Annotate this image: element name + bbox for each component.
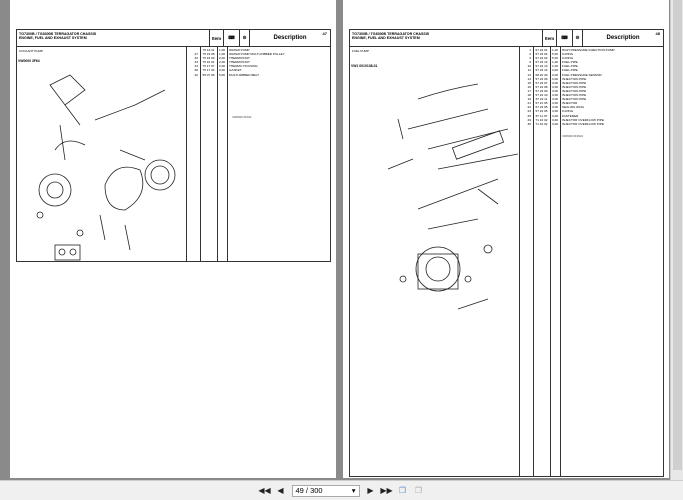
system-title: ENGINE, FUEL AND EXHAUST SYSTEM xyxy=(352,36,420,41)
page-number-value: 49 / 300 xyxy=(295,486,323,495)
first-page-button[interactable]: ◀◀ xyxy=(258,486,271,495)
section-name: FUEL PUMP xyxy=(352,49,370,53)
dropdown-arrow-icon[interactable]: ▾ xyxy=(351,486,356,495)
section-name: COOLANT PUMP xyxy=(19,49,43,53)
quantity-icon: ⚙ xyxy=(573,30,583,46)
paste-page-icon[interactable]: ❐ xyxy=(414,486,423,495)
page-number: 47 xyxy=(322,31,327,36)
description-column-header: Description xyxy=(606,35,640,41)
last-page-button[interactable]: ▶▶ xyxy=(380,486,393,495)
scrollbar-thumb[interactable] xyxy=(673,0,682,470)
item-column-header: Item xyxy=(210,30,224,46)
page-number-input[interactable]: 49 / 300 ▾ xyxy=(291,484,360,497)
page-navigation-toolbar: ◀◀ ◀ 49 / 300 ▾ ▶ ▶▶ ❐ ❐ xyxy=(0,480,683,500)
chassis-title: TG7300B / TG8300B TERRAGATOR CHASSIS xyxy=(352,32,430,36)
exploded-parts-diagram xyxy=(36,74,176,261)
drawing-reference: VW0000 3F64 xyxy=(18,59,40,63)
description-column-header: Description xyxy=(273,35,307,41)
drawing-reference: VW1 0010138-01 xyxy=(351,64,378,68)
figure-code: VW0000 0F0024 xyxy=(562,134,583,138)
quantity-icon: ⚙ xyxy=(240,30,250,46)
exploded-parts-diagram xyxy=(387,83,519,310)
system-title: ENGINE, FUEL AND EXHAUST SYSTEM xyxy=(19,36,87,41)
part-number-icon: ⌨ xyxy=(224,30,240,46)
figure-code: VW0000 0F024 xyxy=(232,115,252,119)
page-number: 48 xyxy=(655,31,660,36)
previous-page-button[interactable]: ◀ xyxy=(277,486,284,495)
vertical-scrollbar[interactable] xyxy=(670,0,683,480)
item-column-header: Item xyxy=(543,30,557,46)
copy-page-icon[interactable]: ❐ xyxy=(398,486,407,495)
part-number-icon: ⌨ xyxy=(557,30,573,46)
next-page-button[interactable]: ▶ xyxy=(367,486,374,495)
chassis-title: TG7300B / TG8300B TERRAGATOR CHASSIS xyxy=(19,32,97,36)
